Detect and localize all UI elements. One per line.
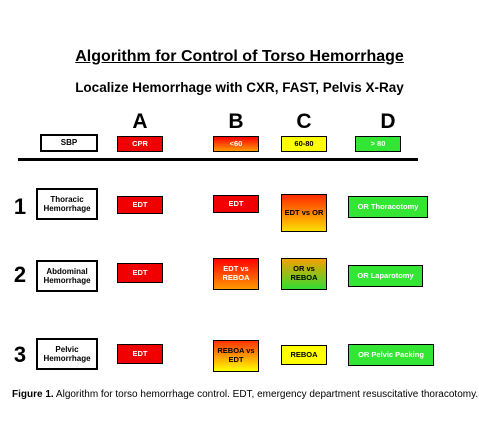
diagram-subtitle: Localize Hemorrhage with CXR, FAST, Pelv…: [75, 80, 404, 95]
cell-pelvic-c: REBOA: [281, 345, 327, 365]
column-letter-a: A: [132, 110, 148, 133]
cell-abdominal-c: OR vs REBOA: [281, 258, 327, 290]
row-number-2: 2: [13, 262, 27, 287]
row-label-pelvic: Pelvic Hemorrhage: [36, 338, 98, 370]
caption-prefix: Figure 1.: [12, 389, 54, 400]
header-box-cpr: CPR: [117, 136, 163, 152]
column-letter-c: C: [296, 110, 312, 133]
header-box-gt80: > 80: [355, 136, 401, 152]
caption-text: Algorithm for torso hemorrhage control. …: [55, 389, 479, 400]
cell-abdominal-b: EDT vs REBOA: [213, 258, 259, 290]
cell-pelvic-b: REBOA vs EDT: [213, 340, 259, 372]
cell-pelvic-a: EDT: [117, 344, 163, 364]
cell-pelvic-d: OR Pelvic Packing: [348, 344, 434, 366]
row-label-abdominal: Abdominal Hemorrhage: [36, 260, 98, 292]
cell-thoracic-a: EDT: [117, 196, 163, 214]
column-letter-b: B: [228, 110, 244, 133]
sbp-label-box: SBP: [40, 134, 98, 152]
column-letter-d: D: [380, 110, 396, 133]
cell-thoracic-d: OR Thoracotomy: [348, 196, 428, 218]
diagram-title: Algorithm for Control of Torso Hemorrhag…: [75, 48, 404, 65]
figure-caption: Figure 1. Algorithm for torso hemorrhage…: [12, 389, 478, 400]
cell-thoracic-b: EDT: [213, 195, 259, 213]
header-box-lt60: <60: [213, 136, 259, 152]
cell-thoracic-c: EDT vs OR: [281, 194, 327, 232]
row-number-1: 1: [13, 194, 27, 219]
cell-abdominal-a: EDT: [117, 263, 163, 283]
header-divider: [18, 158, 418, 161]
row-number-3: 3: [13, 342, 27, 367]
cell-abdominal-d: OR Laparotomy: [348, 265, 423, 287]
header-box-60-80: 60-80: [281, 136, 327, 152]
row-label-thoracic: Thoracic Hemorrhage: [36, 188, 98, 220]
